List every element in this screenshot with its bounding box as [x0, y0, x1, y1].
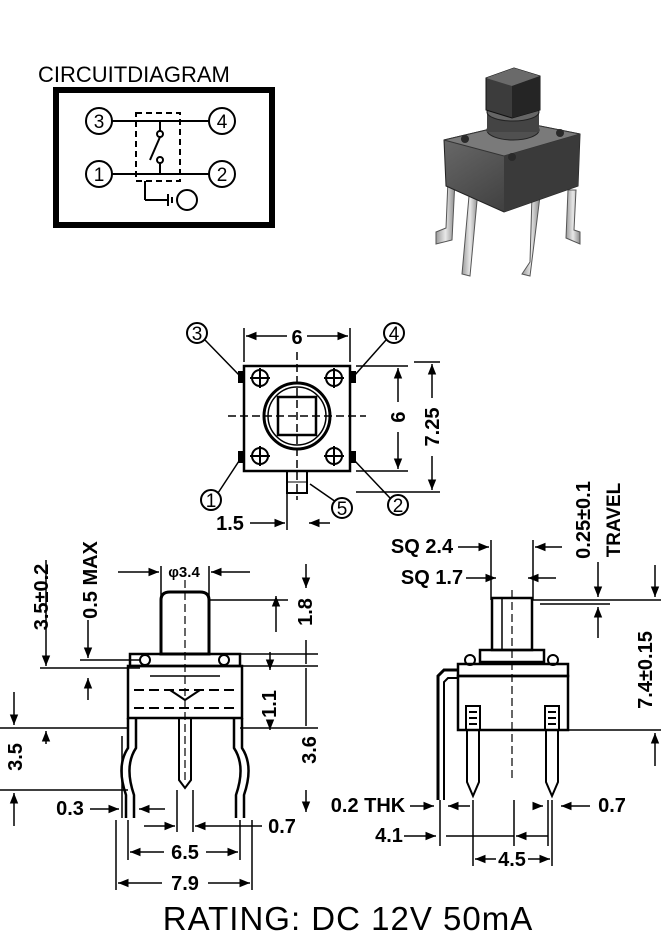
top-view: 6 6 7.25 [186, 322, 444, 535]
front-dim-body: 1.1 [259, 690, 281, 718]
front-view: 3.5±0.2 0.5 MAX φ3.4 [0, 540, 321, 895]
front-dim-lead: 3.5 [5, 743, 27, 771]
top-dim-width: 6 [291, 327, 302, 349]
side-dim-pitch: 4.5 [498, 849, 526, 871]
top-pin-2: 2 [393, 496, 404, 517]
top-pin-3: 3 [192, 324, 203, 345]
side-dim-thk: 0.2 THK [331, 795, 406, 817]
front-dim-t1: 0.3 [56, 798, 84, 820]
side-travel-value: 0.25±0.1 [573, 481, 595, 559]
circuit-title: CIRCUITDIAGRAM [38, 62, 230, 87]
front-dim-cap: 1.8 [295, 598, 317, 626]
top-dim-height: 6 [388, 411, 410, 422]
side-view: SQ 2.4 SQ 1.7 0.25±0.1 TRAVEL 7.4±0.15 [331, 481, 661, 871]
front-dim-diameter: φ3.4 [168, 564, 200, 581]
side-dim-offset: 4.1 [375, 825, 403, 847]
top-dim-offset: 1.5 [216, 513, 244, 535]
front-dim-base: 3.6 [299, 736, 321, 764]
side-dim-lead: 0.7 [598, 795, 626, 817]
rating-text: RATING: DC 12V 50mA [163, 900, 533, 937]
front-dim-height-total: 3.5±0.2 [31, 564, 53, 631]
side-sq-outer: SQ 2.4 [391, 536, 454, 558]
top-pin-1: 1 [206, 491, 217, 512]
front-dim-span: 7.9 [171, 873, 199, 895]
circuit-frame [53, 87, 275, 228]
side-dim-height: 7.4±0.15 [635, 631, 657, 709]
circuit-pin-2-label: 2 [217, 165, 228, 186]
side-travel-label: TRAVEL [604, 482, 625, 557]
front-dim-max: 0.5 MAX [80, 540, 102, 618]
circuit-pin-4-label: 4 [217, 112, 228, 133]
top-dim-outer: 7.25 [422, 408, 444, 447]
circuit-pin-1-label: 1 [94, 165, 105, 186]
side-sq-inner: SQ 1.7 [401, 567, 463, 589]
switch-photo [435, 67, 581, 277]
circuit-diagram: CIRCUITDIAGRAM 3 4 1 2 [38, 62, 275, 228]
front-dim-t2: 0.7 [268, 816, 296, 838]
front-dim-pitch: 6.5 [171, 842, 199, 864]
circuit-pin-3-label: 3 [94, 112, 105, 133]
top-pin-5: 5 [337, 499, 348, 520]
top-pin-4: 4 [389, 324, 400, 345]
circuit-switch-actuator [176, 189, 198, 211]
